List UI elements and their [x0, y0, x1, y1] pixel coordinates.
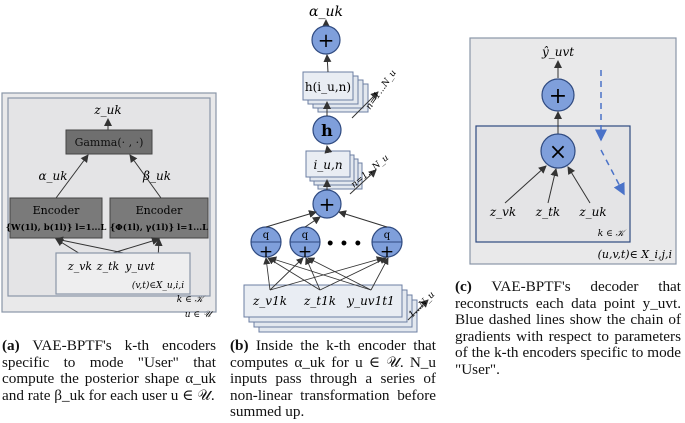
svg-text:+: +	[318, 28, 335, 52]
input-plate-label: (v,t)∈X_u,i,i	[132, 280, 184, 291]
gamma-label: Gamma(· , ·)	[75, 136, 144, 149]
svg-text:q: q	[384, 230, 391, 241]
z-uk-label: z_uk	[93, 103, 121, 117]
svg-text:h: h	[321, 121, 333, 140]
h-box	[302, 71, 354, 101]
ellipsis: • • •	[326, 236, 363, 252]
input-z-t1k: z_t1k	[303, 294, 336, 308]
q-node-1: q +	[250, 226, 282, 262]
encoder-left-box	[9, 197, 103, 239]
y-hat-label: ŷ_uvt	[541, 45, 574, 59]
encoder-right-params: {Φ(1l), γ(1l)} l=1...L	[110, 222, 208, 233]
alpha-label: α_uk	[38, 169, 67, 183]
plate-k-label: k ∈ 𝒦	[177, 295, 206, 305]
svg-text:+: +	[319, 192, 336, 216]
plate-u-label: u ∈ 𝒰	[185, 310, 214, 320]
svg-text:×: ×	[549, 140, 567, 165]
encoder-right-box	[109, 197, 209, 239]
c-input-z-tk: z_tk	[535, 205, 560, 219]
c-times-node	[540, 133, 576, 169]
c-input-z-vk: z_vk	[489, 205, 516, 219]
c-input-z-uk: z_uk	[578, 205, 606, 219]
svg-text:h(i_u,n): h(i_u,n)	[305, 80, 351, 94]
svg-text:+: +	[549, 84, 567, 109]
gamma-box	[65, 129, 153, 155]
svg-text:q: q	[302, 230, 309, 241]
input-plate	[55, 252, 191, 295]
caption-b: (b) Inside the k-th encoder that compute…	[230, 337, 436, 421]
gradient-dashed-2	[600, 149, 625, 196]
svg-text:+: +	[298, 242, 312, 262]
input-z-vk: z_vk	[67, 260, 93, 273]
svg-text:q: q	[263, 230, 270, 241]
caption-c: (c) VAE-BPTF's decoder that reconstructs…	[455, 278, 681, 378]
panel-a: z_uk Gamma(· , ·) α_uk β_uk Encoder {W(1…	[1, 92, 217, 320]
q-node-3: q +	[371, 226, 403, 262]
input-y-uvt: y_uvt	[124, 260, 155, 273]
input-z-tk: z_tk	[96, 260, 120, 273]
beta-label: β_uk	[142, 169, 171, 183]
encoder-left-label: Encoder	[33, 204, 80, 217]
panel-b: α_uk + h(i_u,n) n=1...N_u h i_u,n n=1...…	[243, 4, 437, 333]
caption-a: (a) VAE-BPTF's k-th encoders specific to…	[2, 337, 216, 404]
n-range-1: n=1...N_u	[364, 68, 399, 111]
input-z-v1k: z_v1k	[252, 294, 287, 308]
encoder-right-label: Encoder	[136, 204, 183, 217]
plate-uvt-label: (u,v,t)∈ X_i,j,i	[598, 248, 672, 261]
alpha-top-label: α_uk	[309, 4, 343, 20]
encoder-left-params: {W(1l), b(1l)} l=1...L	[6, 222, 107, 233]
top-plus-node	[311, 25, 341, 55]
svg-text:i_u,n: i_u,n	[313, 158, 342, 172]
q-node-2: q +	[289, 226, 321, 262]
plate-k-c-label: k ∈ 𝒦	[598, 229, 627, 239]
input-y-uv1t1: y_uv1t1	[346, 294, 394, 308]
panel-c: ŷ_uvt + × z_vk z_tk z_uk k ∈ 𝒦 (u,v,t)∈ …	[469, 37, 677, 265]
i-box	[305, 150, 351, 178]
